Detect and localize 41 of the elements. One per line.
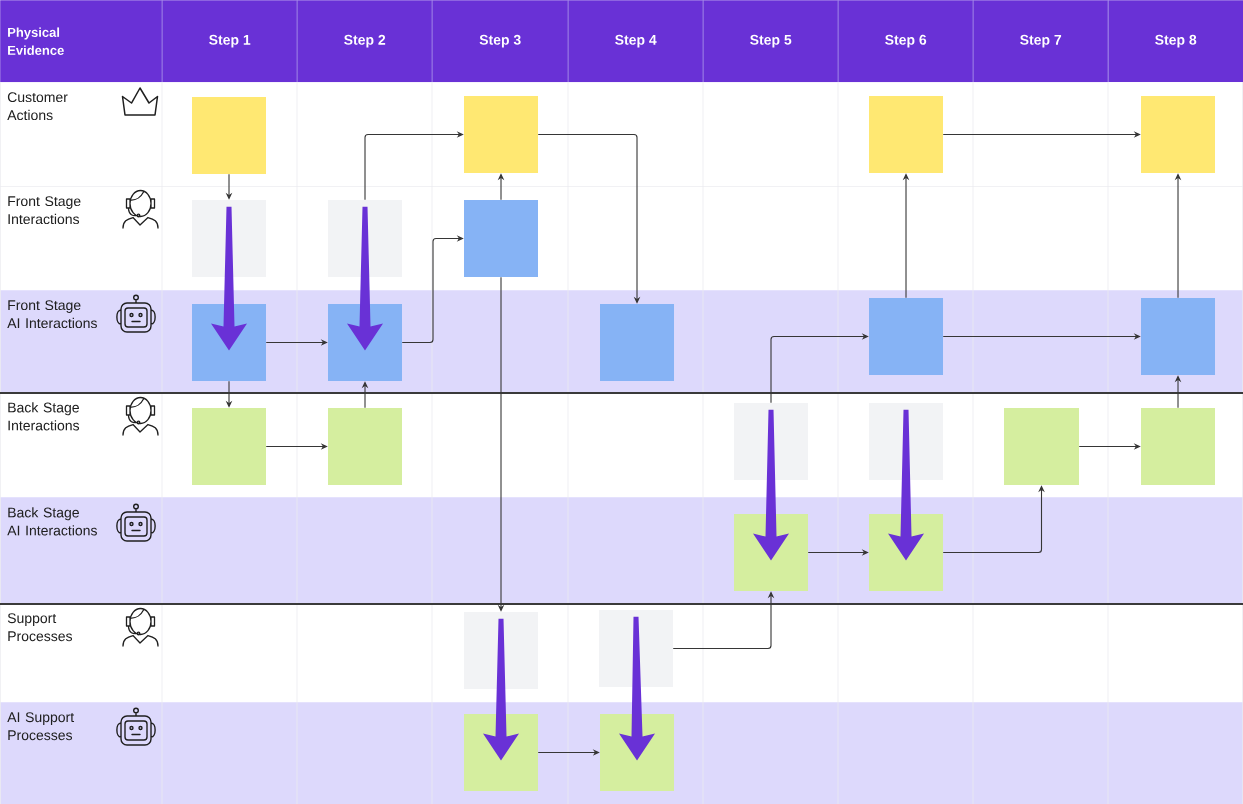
column-header: Step 5 <box>702 0 839 83</box>
arrow <box>770 333 869 404</box>
sticky-note <box>599 610 673 687</box>
sticky-note <box>328 200 402 277</box>
sticky-note <box>600 304 674 381</box>
sticky-note <box>869 96 943 173</box>
swimlane: Back Stage AI Interactions <box>0 496 1243 604</box>
sticky-note <box>869 403 943 480</box>
sticky-note <box>734 403 808 480</box>
sticky-note <box>1141 298 1215 375</box>
column-header: Step 8 <box>1107 0 1243 83</box>
swimlane: AI Support Processes <box>0 701 1243 804</box>
arrow <box>364 131 464 201</box>
column-header: Step 2 <box>296 0 433 83</box>
arrow <box>537 133 641 304</box>
column-header: Physical Evidence <box>0 0 163 83</box>
arrow <box>211 206 247 351</box>
column-header: Step 3 <box>431 0 569 83</box>
sticky-note <box>1141 96 1215 173</box>
column-header: Step 7 <box>972 0 1109 83</box>
arrow <box>401 235 464 344</box>
arrow <box>619 616 655 761</box>
column-header: Step 1 <box>161 0 298 83</box>
column-header: Step 4 <box>567 0 704 83</box>
swimlane: Support Processes <box>0 603 1243 703</box>
sticky-note <box>464 612 538 689</box>
sticky-note <box>192 200 266 277</box>
arrow <box>753 409 789 561</box>
sticky-note <box>192 97 266 174</box>
arrow <box>888 409 924 561</box>
arrow <box>347 206 383 351</box>
sticky-note <box>1141 408 1215 485</box>
arrow <box>483 618 519 761</box>
sticky-note <box>464 96 538 173</box>
sticky-note <box>1004 408 1079 485</box>
sticky-note <box>328 408 402 485</box>
column-header: Step 6 <box>837 0 974 83</box>
node-label: Customer Actions <box>7 92 68 121</box>
sticky-note <box>869 298 943 375</box>
sticky-note <box>192 408 266 485</box>
sticky-note <box>464 200 538 277</box>
